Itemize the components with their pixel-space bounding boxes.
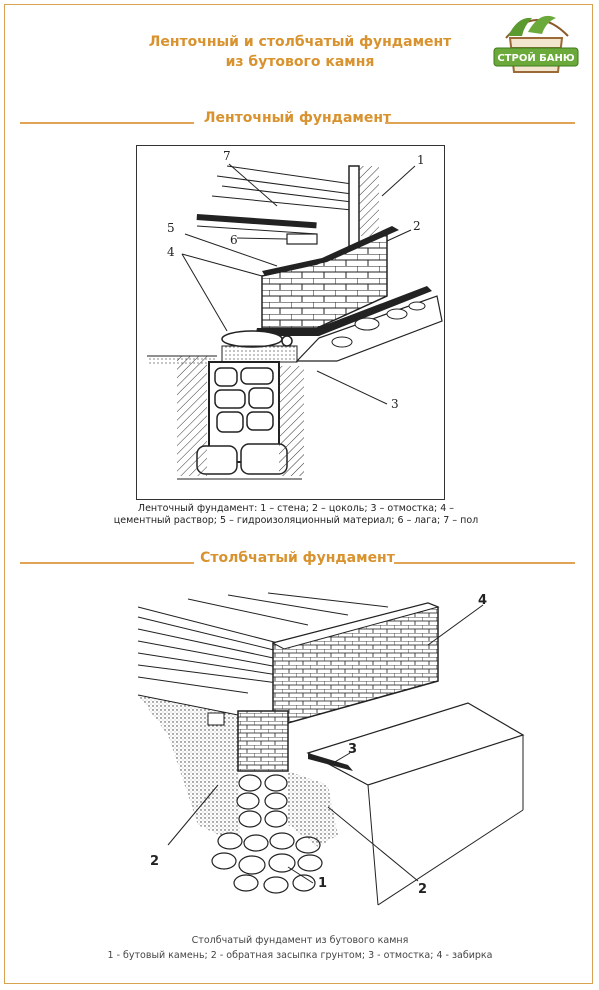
callout-3: 3 [391,397,399,411]
logo-text: СТРОЙ БАНЮ [497,51,575,64]
callout-5: 5 [167,221,175,235]
logo: СТРОЙ БАНЮ [488,8,584,88]
heading-rule-right [385,122,575,124]
callout-2-left: 2 [150,854,159,869]
section-heading-2: Столбчатый фундамент [200,550,395,566]
heading-rule-left [20,122,194,124]
caption-1-line-1: Ленточный фундамент: 1 – стена; 2 – цоко… [137,503,455,514]
callout-3-col: 3 [348,742,357,757]
section-heading-strip-2: Столбчатый фундамент [20,550,575,572]
caption-1-line-2: цементный раствор; 5 – гидроизоляционный… [113,515,479,526]
page-title: Ленточный и столбчатый фундамент из буто… [110,32,490,72]
callout-4: 4 [167,245,175,259]
title-line-1: Ленточный и столбчатый фундамент [148,34,452,50]
strip-foundation-figure: 7 1 2 6 5 4 3 [136,145,445,500]
callout-4-col: 4 [478,593,487,608]
caption-2-line-2: 1 - бутовый камень; 2 - обратная засыпка… [107,950,493,961]
column-foundation-figure: 4 3 2 1 2 [128,585,528,915]
heading-2-rule-left [20,562,194,564]
title-line-2: из бутового камня [225,54,375,70]
callout-1: 1 [417,153,425,167]
callout-2: 2 [413,219,421,233]
caption-2-line-1: Столбчатый фундамент из бутового камня [191,935,409,946]
heading-2-rule-right [394,562,575,564]
callout-2-right: 2 [418,882,427,897]
callout-7: 7 [223,149,231,163]
figure-2-caption: Столбчатый фундамент из бутового камня 1… [70,933,530,963]
floor-lines [196,165,353,235]
section-heading: Ленточный фундамент [203,110,392,126]
figure-1-caption: Ленточный фундамент: 1 – стена; 2 – цоко… [96,503,496,527]
callout-1-col: 1 [318,876,327,891]
section-heading-strip: Ленточный фундамент [20,110,575,132]
callout-6: 6 [230,233,238,247]
